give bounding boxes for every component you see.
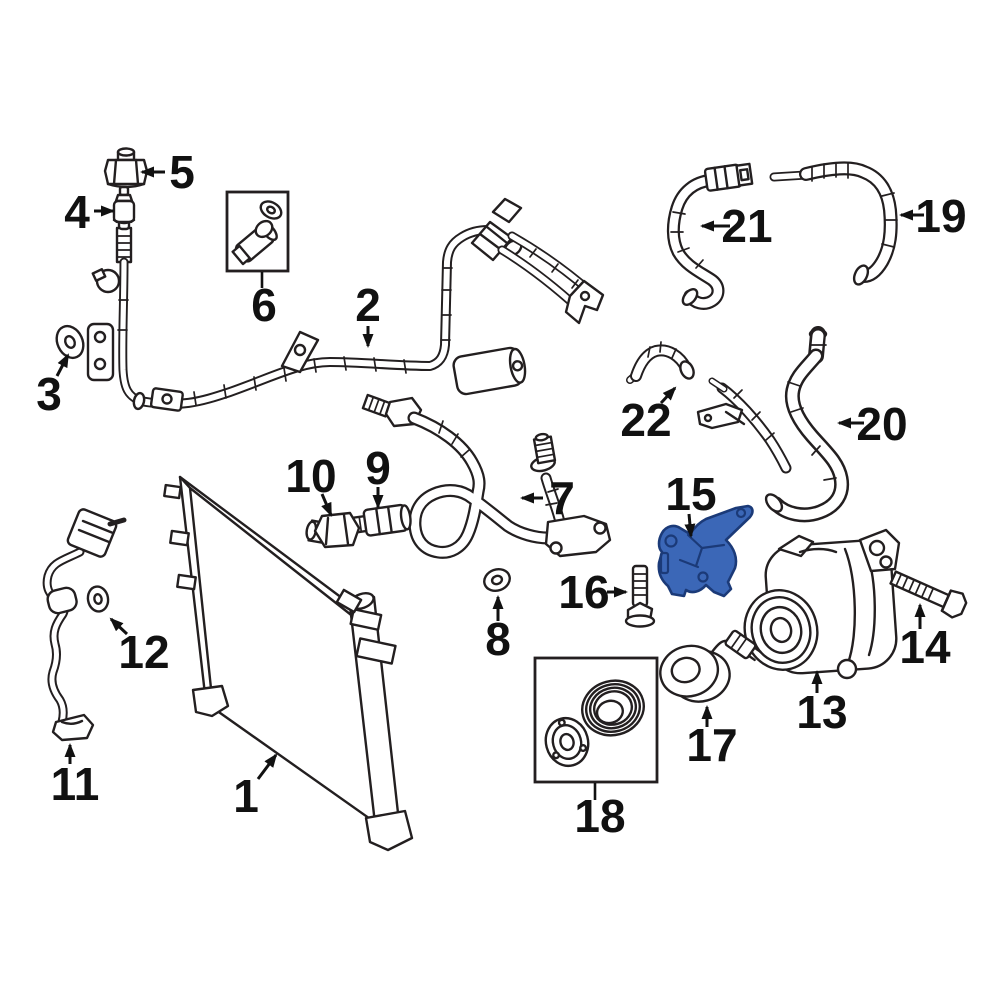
callout-22-arrow (659, 386, 677, 405)
part-hose-19 (774, 163, 898, 286)
callout-8-label: 8 (485, 613, 511, 665)
callout-16-label: 16 (558, 566, 609, 618)
part-hose-assembly (361, 393, 612, 556)
callout-3-label: 3 (36, 368, 62, 420)
callout-12-label: 12 (118, 626, 169, 678)
part-o-ring (483, 567, 511, 593)
callout-20-label: 20 (856, 398, 907, 450)
part-compressor (743, 528, 901, 680)
part-cap-nut (305, 511, 361, 549)
callout-arrows (55, 166, 926, 800)
callout-3-arrow (55, 353, 70, 377)
callout-11-label: 11 (51, 758, 100, 810)
callout-6-label: 6 (251, 279, 277, 331)
part-grommet-seal (55, 324, 85, 360)
part-line-assembly (86, 197, 605, 412)
part-mounting-bolt (889, 570, 968, 619)
callout-15-label: 15 (665, 468, 716, 520)
callout-12-arrow (109, 617, 129, 636)
part-compressor-bracket-highlighted (657, 504, 754, 598)
callout-21-label: 21 (721, 200, 772, 252)
callout-9-label: 9 (365, 442, 391, 494)
callout-2-label: 2 (355, 279, 381, 331)
part-seal-washer (86, 585, 110, 613)
callout-4-label: 4 (64, 186, 90, 238)
callout-17-label: 17 (686, 719, 737, 771)
part-clutch-coil (659, 629, 762, 703)
callout-10-arrow (320, 493, 333, 517)
callout-22-label: 22 (620, 394, 671, 446)
callout-15-arrow (684, 513, 696, 538)
callout-14-label: 14 (899, 621, 951, 673)
part-connector-hose (626, 341, 695, 384)
part-pipe (46, 508, 127, 742)
callout-13-label: 13 (796, 686, 847, 738)
part-pressure-switch-kit (225, 190, 290, 273)
group-box-18 (533, 656, 659, 784)
callout-1-arrow (256, 753, 278, 780)
part-hose-21 (671, 162, 754, 308)
part-bracket-bolt (624, 564, 656, 628)
part-valve-core (112, 185, 136, 225)
group-box-6 (225, 190, 290, 273)
callout-1-label: 1 (233, 770, 259, 822)
callout-5-label: 5 (169, 146, 195, 198)
callout-19-label: 19 (915, 190, 966, 242)
part-condenser (163, 475, 414, 852)
part-clutch-pulley-kit (533, 656, 659, 784)
callout-10-label: 10 (285, 450, 336, 502)
part-hose-20 (696, 326, 842, 515)
callout-labels: 1 2 3 4 5 6 7 8 9 10 11 12 13 14 15 16 1… (36, 146, 966, 842)
callout-18-label: 18 (574, 790, 625, 842)
part-valve-cap (103, 147, 149, 189)
callout-7-label: 7 (549, 472, 575, 524)
